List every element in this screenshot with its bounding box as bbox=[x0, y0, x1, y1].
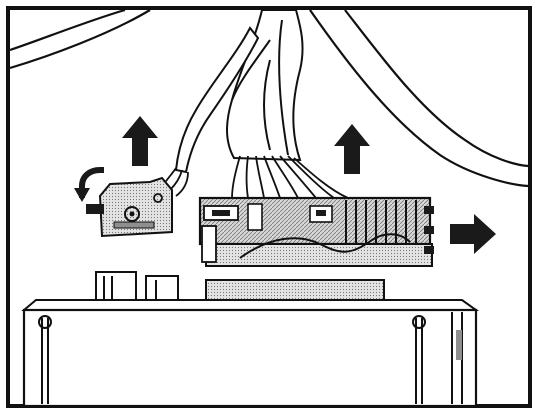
right-connector bbox=[198, 196, 434, 267]
control-unit bbox=[21, 271, 480, 408]
curved-arrow-icon bbox=[74, 167, 104, 202]
arrow-up-icon bbox=[334, 124, 370, 174]
arrow-right-icon bbox=[450, 214, 496, 254]
vehicle-panel-lines bbox=[9, 8, 529, 188]
left-connector bbox=[86, 176, 173, 238]
arrow-up-icon bbox=[122, 116, 158, 166]
connector-wires bbox=[231, 155, 349, 199]
wiring-harness bbox=[174, 9, 304, 174]
